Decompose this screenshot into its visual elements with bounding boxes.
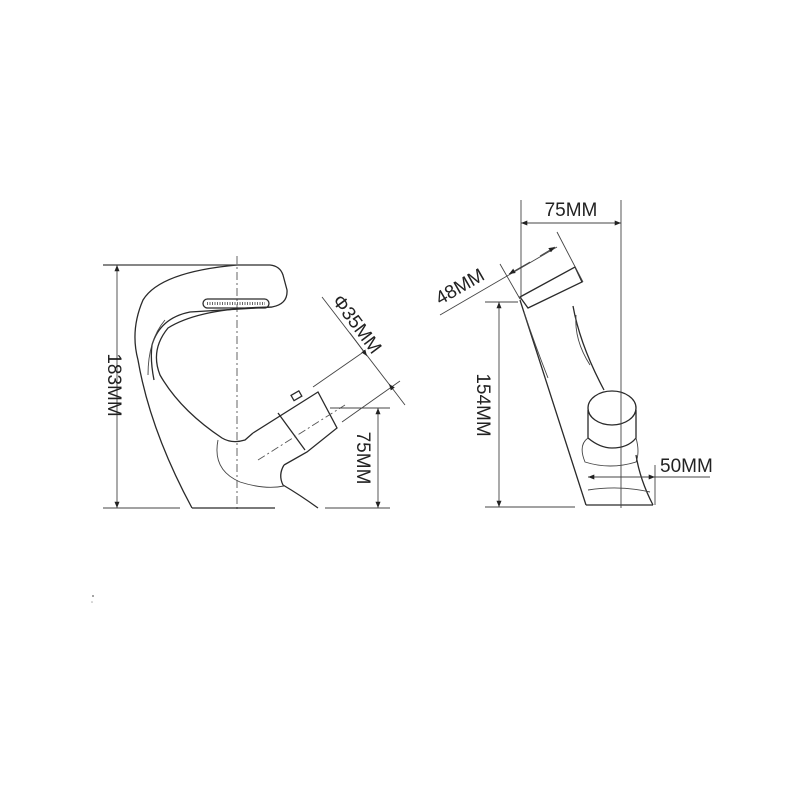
front-view-faucet [103,256,346,512]
body-front-edge [519,299,587,506]
spout-head [519,266,583,309]
spout-height-label: 154MM [472,373,493,436]
base-contour [587,487,651,493]
front-view-dimensions: 183MM Φ35MM 75MM [103,264,406,509]
depth-label: 75MM [545,200,598,221]
handle-collar [581,437,639,467]
height-label: 183MM [103,353,124,416]
base-curve [280,464,319,509]
body-back-edge [572,305,605,391]
handle-axis [257,404,346,461]
stray-marks [91,595,94,603]
spout-outline [103,264,288,381]
base-curve [635,454,654,506]
body-outer [134,264,238,509]
handle-knob [290,390,303,402]
body-inner [155,306,273,443]
body-highlight [523,311,549,379]
spout-thickness-dimension-line [439,246,558,316]
handle-cylinder [252,391,338,466]
diameter-label: Φ35MM [328,291,386,358]
handle-cylinder [587,410,637,449]
handle-band [277,412,306,451]
side-view-faucet [499,231,654,506]
base-underside [216,439,285,488]
handle-height-label: 75MM [352,432,373,485]
base-width-label: 50MM [660,456,713,477]
handle-top [587,390,637,426]
body-highlight [147,319,166,376]
aerator [202,298,270,309]
